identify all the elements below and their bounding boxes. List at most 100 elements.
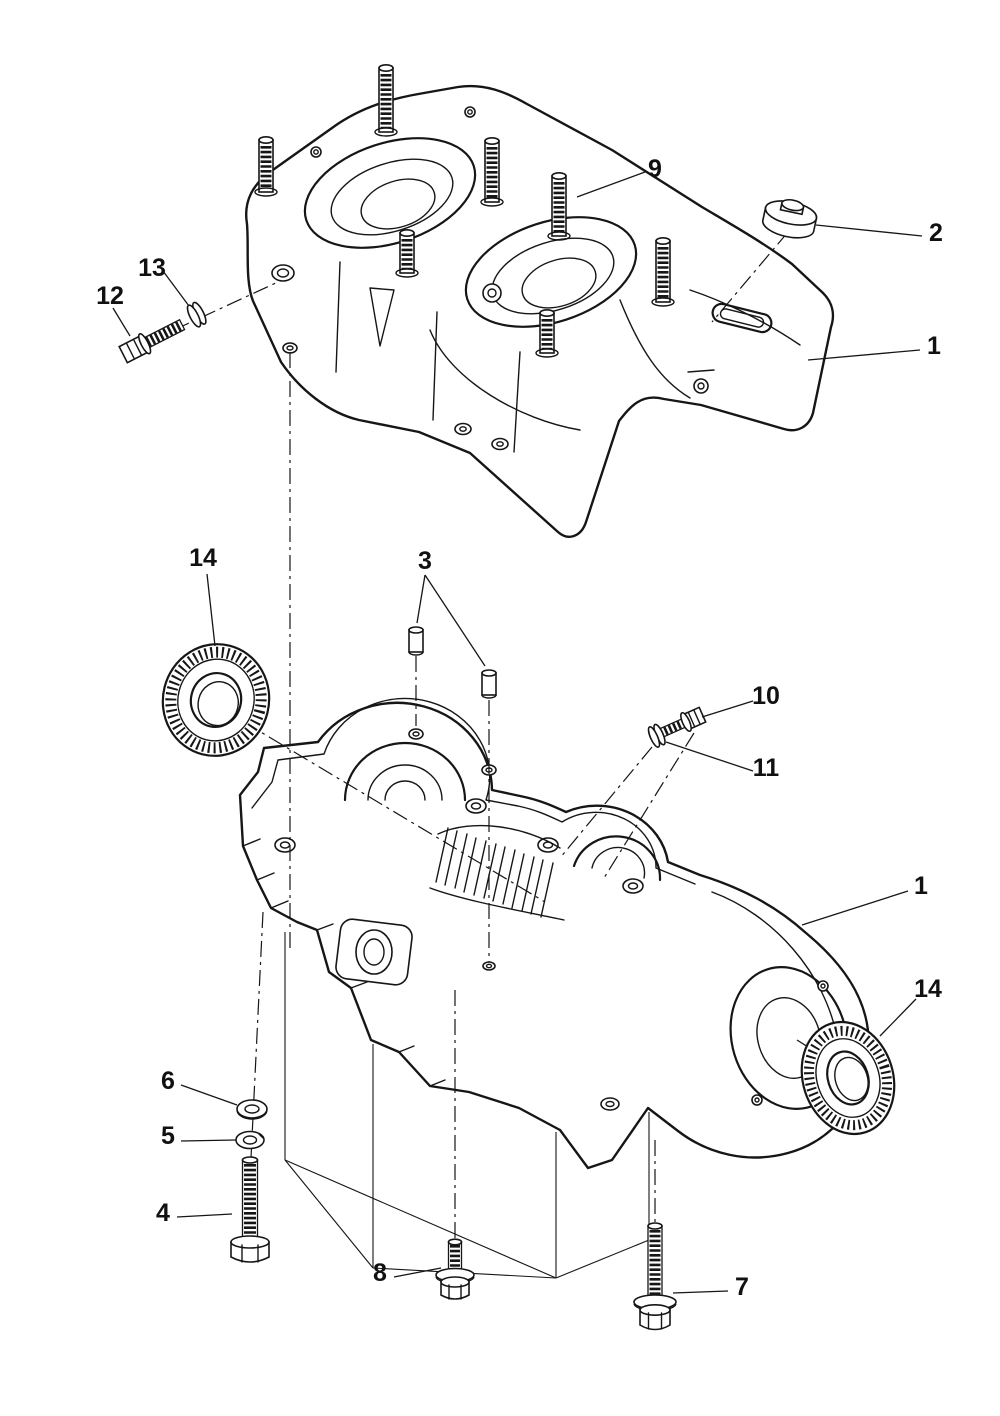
flange-hole [465, 798, 487, 814]
bearing-saddle-left-inner [367, 764, 443, 801]
part-oil-seal-14-left [161, 643, 271, 757]
leader-line-10 [701, 700, 754, 718]
bearing-saddle-left [343, 741, 467, 802]
skirt-hole-inner [496, 441, 504, 447]
leader-lines [112, 171, 923, 1294]
callout-7: 7 [735, 1273, 749, 1301]
part-dowel-pin-3a [408, 626, 424, 656]
leader-line-7 [672, 1290, 729, 1294]
flange-hole-inner [470, 802, 482, 810]
callout-12: 12 [96, 282, 124, 310]
axis-washer-11 [559, 746, 653, 859]
flange-steps [242, 838, 446, 1087]
case-bolt-hole [482, 961, 496, 971]
callout-13: 13 [138, 254, 166, 282]
cylinder-stud [480, 136, 504, 207]
bracket-fitting [693, 378, 709, 394]
leader-line-14-right [879, 998, 917, 1037]
bracket-edge [687, 369, 715, 373]
left-flange-hole [271, 264, 295, 282]
part-lockwasher-13 [186, 301, 207, 328]
face-plug-boss-inner [487, 288, 497, 298]
cylinder-bore-1-inner [330, 158, 454, 236]
flange-hole [622, 878, 644, 894]
callout-3: 3 [418, 547, 432, 575]
callout-14-left: 14 [189, 544, 217, 572]
bearing-saddle-right-inner [591, 846, 646, 879]
bell-bolt-hole-inner [820, 983, 826, 989]
lower-left-hole-inner [286, 345, 294, 351]
callout-4: 4 [156, 1199, 170, 1227]
deck-hole-inner [467, 109, 473, 115]
part-dowel-pin-3b [481, 669, 497, 699]
gusset-rib [369, 287, 395, 347]
part-bolt-10 [655, 706, 707, 740]
part-bolt-8 [435, 1238, 475, 1300]
lower-lug-hole [600, 1097, 620, 1111]
cylinder-bore-2-piston [521, 257, 597, 309]
front-boss-bore-inner [363, 938, 385, 966]
leader-line-1-upper [807, 349, 921, 361]
callout-2: 2 [929, 219, 943, 247]
part-plug-2 [762, 198, 818, 239]
cylinder-stud-item-9 [547, 171, 571, 241]
part-oil-seal-14-right [800, 1020, 896, 1136]
callout-10: 10 [752, 682, 780, 710]
leader-line-1-lower [801, 890, 909, 926]
callout-8: 8 [373, 1259, 387, 1287]
upper-crankcase-half [244, 63, 835, 538]
upper-case-outline [244, 84, 835, 538]
cylinder-stud [395, 228, 419, 278]
callout-14-right: 14 [914, 975, 942, 1003]
axis-seal-14-left [243, 721, 546, 903]
callout-11: 11 [753, 754, 780, 782]
lower-case-outline [238, 701, 870, 1170]
chamber-contour [619, 299, 691, 399]
bracket-contour [689, 289, 801, 346]
bracket-fitting-inner [697, 382, 705, 390]
lower-left-hole [282, 342, 298, 354]
skirt-hole [454, 422, 472, 436]
bearing-saddle-right [572, 835, 662, 882]
axis-plug-2 [711, 231, 789, 323]
leader-line-11 [665, 741, 754, 772]
callout-6: 6 [161, 1067, 175, 1095]
deck-hole-inner [313, 149, 319, 155]
cylinder-bore-2 [464, 216, 638, 328]
face-rib [513, 351, 521, 453]
flange-hole [274, 837, 296, 853]
leader-line-14-left [206, 573, 216, 647]
lower-crankcase-half [238, 697, 870, 1170]
cylinder-stud [254, 135, 278, 197]
dowel-hole [408, 728, 424, 740]
flange-hole [537, 837, 559, 853]
leader-line-6 [180, 1084, 238, 1106]
face-plug-boss [482, 283, 502, 303]
callout-labels: 9 2 13 12 1 14 3 10 11 1 14 6 5 4 8 7 [96, 155, 943, 1301]
part-lockwasher-11 [647, 723, 666, 748]
bell-bolt-hole [817, 980, 829, 992]
leader-line-3b [424, 574, 486, 667]
callout-5: 5 [161, 1122, 175, 1150]
part-washer-6 [236, 1099, 268, 1120]
case-bolt-hole-inner [485, 963, 493, 969]
skirt-hole [491, 437, 509, 451]
callout-9: 9 [648, 155, 662, 183]
bell-bolt-hole-inner [754, 1097, 760, 1103]
leader-line-4 [176, 1213, 233, 1218]
leader-line-8 [393, 1267, 442, 1278]
left-flange-hole-inner [276, 268, 290, 278]
cylinder-bore-1-piston [360, 178, 436, 230]
cylinder-stud [374, 63, 398, 137]
cylinder-stud [535, 308, 559, 358]
callout-1-upper: 1 [927, 332, 941, 360]
bearing-saddle-left-hub [384, 780, 426, 801]
deck-hole [310, 146, 322, 158]
dowel-hole-inner [412, 731, 420, 737]
callout-1-lower: 1 [914, 872, 928, 900]
leader-line-2 [815, 224, 923, 237]
cylinder-stud [651, 236, 675, 307]
leader-line-5 [180, 1139, 237, 1142]
